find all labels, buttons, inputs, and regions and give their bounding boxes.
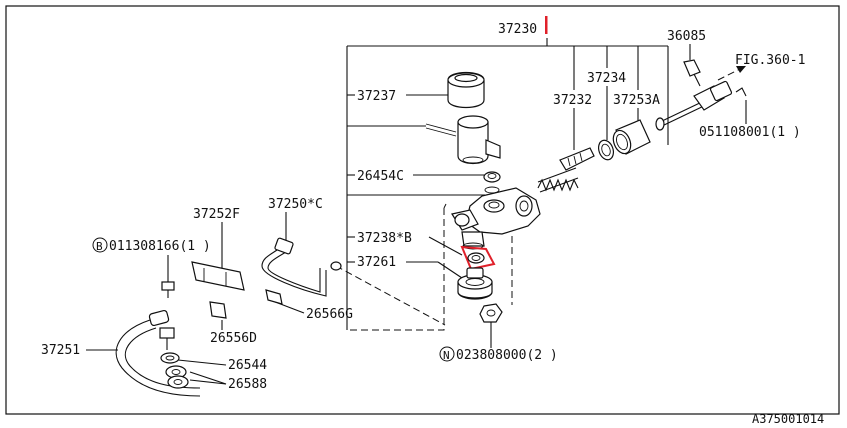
label-26588: 26588: [228, 377, 267, 392]
label-26556d: 26556D: [210, 331, 257, 346]
reservoir-cap-part: [447, 71, 485, 109]
label-fig-ref: FIG.360-1: [735, 53, 805, 68]
highlight-marker: [545, 16, 548, 34]
label-37252f: 37252F: [193, 207, 240, 222]
clamp-part: [209, 301, 227, 319]
gasket-part: [165, 365, 189, 389]
piston-part: [559, 147, 595, 171]
label-37230: 37230: [498, 22, 537, 37]
label-37253a: 37253A: [613, 93, 660, 108]
label-37250c: 37250*C: [268, 197, 323, 212]
banjo-bolt-part: [159, 327, 175, 350]
label-37238b: 37238*B: [357, 231, 412, 246]
assembly-guides: [335, 203, 513, 331]
boot-part: [612, 119, 651, 155]
push-rod-part: [655, 80, 747, 131]
master-cylinder-body-part: [451, 187, 541, 250]
bolt-part: [161, 281, 175, 298]
label-023808000: 023808000(2 ): [456, 348, 558, 363]
label-37234: 37234: [587, 71, 626, 86]
label-37251: 37251: [41, 343, 80, 358]
label-36085: 36085: [667, 29, 706, 44]
figure-code: A375001014: [752, 412, 824, 426]
seal-part-highlighted: [460, 245, 496, 271]
bracket-part: [191, 261, 245, 291]
label-051108001: 051108001(1 ): [699, 125, 801, 140]
diagram-frame: [5, 5, 840, 415]
label-011308166: 011308166(1 ): [109, 239, 211, 254]
label-37261: 37261: [357, 255, 396, 270]
hose-part: [115, 309, 201, 397]
label-26454c: 26454C: [357, 169, 404, 184]
clip-part: [265, 289, 283, 305]
seal-ring-part: [597, 139, 615, 161]
reservoir-body-part: [425, 115, 501, 165]
label-26544: 26544: [228, 358, 267, 373]
label-37237: 37237: [357, 89, 396, 104]
svg-text:N: N: [443, 349, 450, 362]
clevis-pin-part: [683, 59, 701, 87]
badge-n: N: [439, 346, 455, 362]
label-26566g: 26566G: [306, 307, 353, 322]
label-37232: 37232: [553, 93, 592, 108]
badge-b: B: [92, 237, 108, 253]
bushing-part: [457, 267, 493, 300]
svg-text:B: B: [96, 240, 103, 253]
spring-part: [537, 167, 579, 193]
washer-part: [160, 352, 180, 364]
nut-part: [479, 303, 503, 323]
bracket-37230: [346, 38, 669, 330]
grommet-part: [483, 171, 501, 194]
pipe-part: [261, 237, 342, 297]
fig-ref-arrow-icon: [717, 66, 746, 81]
